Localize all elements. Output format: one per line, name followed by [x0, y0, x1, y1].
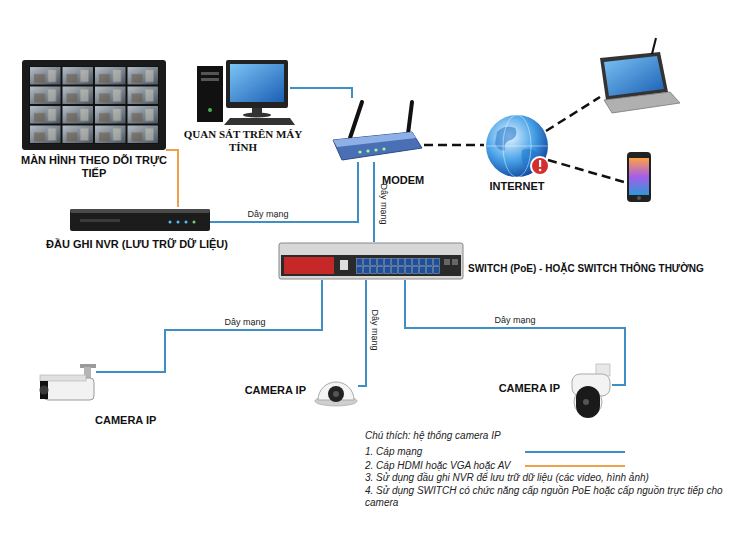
cable-label: Dây mạng	[494, 315, 535, 325]
modem: MODEM	[330, 98, 424, 162]
legend-text: 1. Cáp mạng	[365, 446, 422, 457]
legend-note: 3. Sử dụng đầu ghi NVR để lưu trữ dữ liệ…	[365, 472, 725, 484]
device-label: CAMERA IP	[232, 384, 306, 397]
cable-connector	[405, 280, 625, 385]
cable-label: Dây mạng	[379, 183, 389, 224]
device-label: MÀN HÌNH THEO DÕI TRỰC TIẾP	[17, 154, 171, 180]
legend-row: 1. Cáp mạng	[365, 446, 520, 458]
cable-connector	[358, 280, 366, 386]
device-label: SWITCH (PoE) - HOẶC SWITCH THÔNG THƯỜNG	[468, 262, 744, 275]
legend-samples	[525, 452, 625, 466]
bullet-camera	[40, 364, 97, 400]
device-label: CAMERA IP	[488, 382, 560, 395]
ip-camera: CAMERA IP	[314, 376, 358, 408]
nvr-recorder: ĐẦU GHI NVR (LƯU TRỮ DỮ LIỆU)	[70, 207, 210, 233]
internet-cloud: INTERNET	[484, 113, 550, 179]
device-label: INTERNET	[480, 180, 554, 193]
legend-note: 4. Sử dụng SWITCH có chức năng cấp nguồn…	[365, 485, 725, 509]
cable-connector	[166, 150, 178, 207]
network-switch: SWITCH (PoE) - HOẶC SWITCH THÔNG THƯỜNG	[278, 242, 464, 280]
cable-connector	[290, 88, 352, 98]
device-label: MODEM	[382, 174, 442, 187]
device-label: QUAN SÁT TRÊN MÁY TÍNH	[181, 128, 305, 154]
ip-camera: CAMERA IP	[566, 362, 612, 420]
ip-camera: CAMERA IP	[38, 364, 96, 404]
cable-connector	[373, 162, 375, 242]
switch-illustration	[279, 243, 463, 279]
laptop-illustration	[600, 38, 680, 113]
computer: QUAN SÁT TRÊN MÁY TÍNH	[195, 58, 290, 126]
computer-illustration	[197, 60, 295, 125]
cable-label: Dây mạng	[370, 309, 380, 350]
cable-label: Dây mạng	[247, 209, 288, 219]
ptz-camera	[572, 364, 610, 418]
device-label: CAMERA IP	[95, 414, 175, 427]
legend-row: 2. Cáp HDMI hoặc VGA hoặc AV	[365, 460, 520, 472]
legend-text: 2. Cáp HDMI hoặc VGA hoặc AV	[365, 460, 510, 471]
device-label: ĐẦU GHI NVR (LƯU TRỮ DỮ LIỆU)	[26, 238, 248, 251]
modem-illustration	[333, 102, 422, 160]
nvr-illustration	[70, 209, 210, 231]
cable-connector	[210, 162, 358, 222]
cable-label: Dây mạng	[224, 317, 265, 327]
monitor-wall: MÀN HÌNH THEO DÕI TRỰC TIẾP	[22, 60, 166, 152]
internet-globe	[486, 115, 549, 177]
dome-camera	[315, 382, 357, 406]
cable-connector	[96, 280, 322, 372]
cable-connector	[424, 144, 484, 147]
legend-heading: Chú thích: hệ thống camera IP	[365, 430, 725, 442]
monitor-illustration	[22, 60, 166, 150]
phone-illustration	[627, 152, 651, 202]
